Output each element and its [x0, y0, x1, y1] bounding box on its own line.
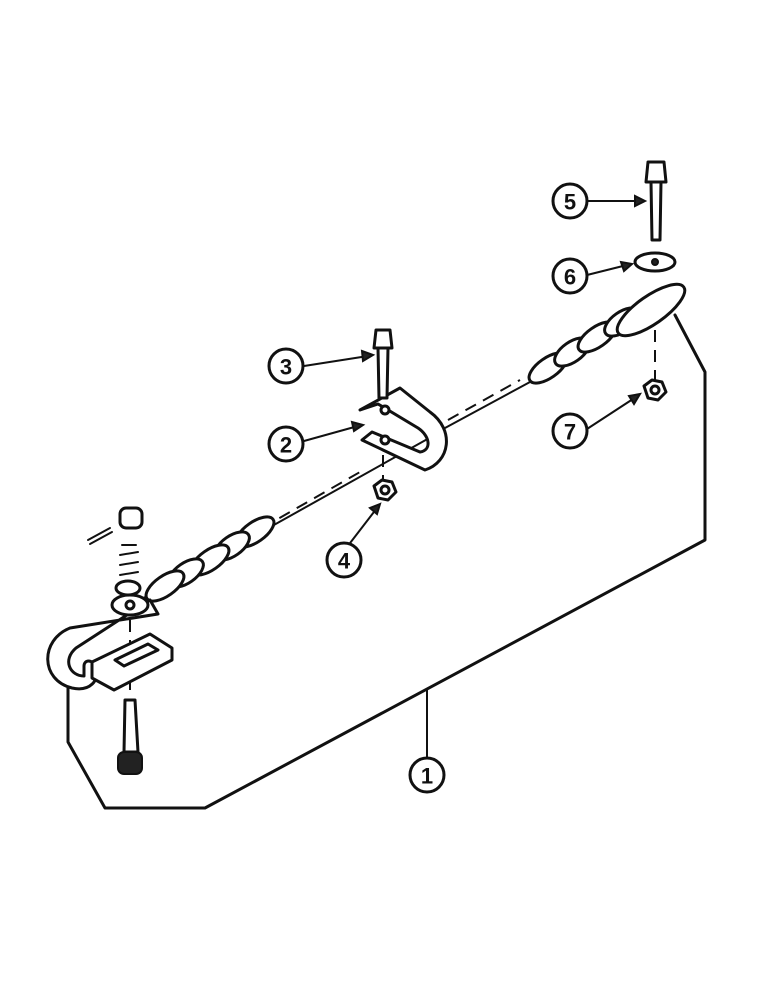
callout-4: 4 — [325, 541, 363, 579]
assembly-bracket-outline — [66, 313, 707, 810]
callout-7-label: 7 — [564, 420, 576, 445]
leader-lines — [303, 194, 648, 758]
chain-right — [527, 282, 687, 385]
callout-1: 1 — [408, 756, 446, 794]
bolt-part-5 — [644, 160, 668, 242]
chain-left — [144, 515, 276, 603]
callout-5-label: 5 — [564, 190, 576, 215]
callout-2: 2 — [267, 425, 305, 463]
washer-part-6 — [633, 251, 677, 273]
hook-assembly — [46, 506, 174, 775]
bolt-part-3 — [372, 328, 394, 400]
callout-3-label: 3 — [280, 355, 292, 380]
callout-7: 7 — [551, 412, 589, 450]
nut-part-7 — [642, 378, 668, 402]
callout-1-label: 1 — [421, 764, 433, 789]
callout-2-label: 2 — [280, 433, 292, 458]
nut-part-4 — [372, 478, 398, 502]
callout-5: 5 — [551, 182, 589, 220]
chain-centerline — [261, 379, 521, 529]
callout-4-label: 4 — [338, 549, 351, 574]
u-bracket-part — [358, 386, 448, 472]
callout-3: 3 — [267, 347, 305, 385]
callout-6-label: 6 — [564, 265, 576, 290]
callout-6: 6 — [551, 257, 589, 295]
